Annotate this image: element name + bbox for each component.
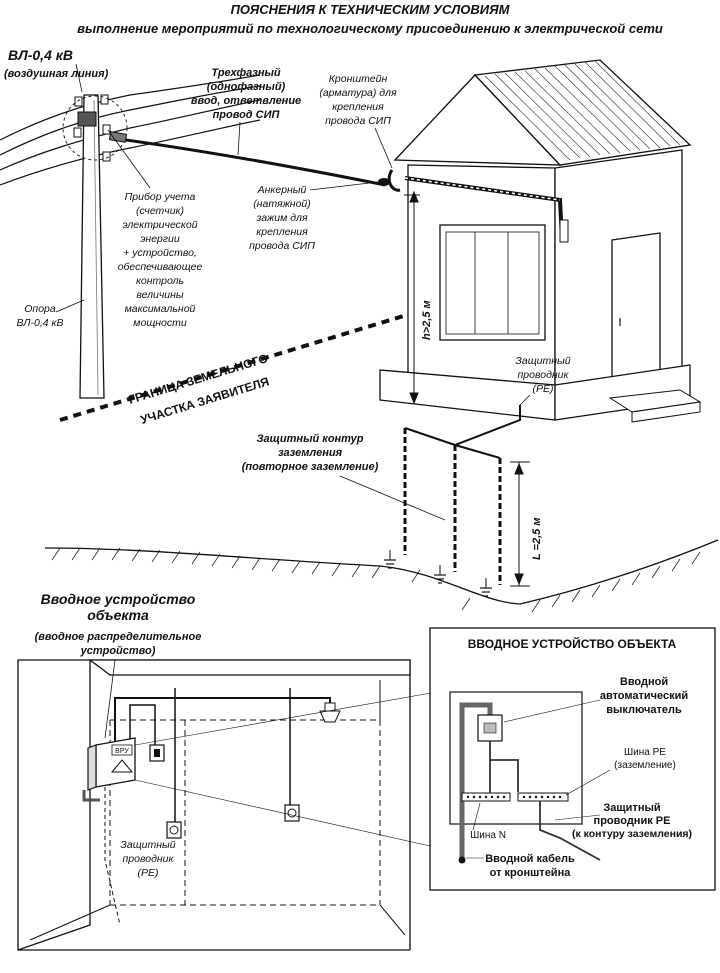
svg-text:(счетчик): (счетчик) [136,205,184,217]
height-label: h>2,5 м [421,300,433,340]
inset-panel: ВВОДНОЕ УСТРОЙСТВО ОБЪЕКТА Вводно [429,627,716,891]
svg-text:Прибор учета: Прибор учета [125,191,196,203]
ground-surface [44,539,719,613]
entry-device-label: Вводное устройство объекта (вводное расп… [35,591,202,739]
socket-icon [284,804,300,822]
svg-text:устройство): устройство) [80,645,156,657]
svg-text:объекта: объекта [87,607,149,623]
svg-text:контроль: контроль [136,275,184,287]
room-interior [17,659,411,951]
projection-lines [134,689,449,851]
svg-text:(однофазный): (однофазный) [207,81,286,93]
svg-text:Вводной: Вводной [620,676,668,688]
svg-text:Трехфазный: Трехфазный [211,67,280,79]
svg-text:(к контуру заземления): (к контуру заземления) [572,828,692,840]
pole-label: Опора ВЛ-0,4 кВ [17,299,85,329]
vru-label: ВРУ [115,748,129,755]
svg-text:Опора: Опора [24,303,56,315]
svg-text:(PE): (PE) [138,867,159,879]
svg-text:провода СИП: провода СИП [325,115,391,127]
grounding-label: Защитный контур заземления (повторное за… [242,433,446,521]
grounding-contour [384,405,521,597]
house [379,59,702,423]
pole [62,94,128,399]
boundary: ГРАНИЦА ЗЕМЕЛЬНОГО УЧАСТКА ЗАЯВИТЕЛЯ [59,306,431,427]
lamp-icon [319,702,341,723]
svg-text:проводник: проводник [123,853,175,865]
svg-text:(натяжной): (натяжной) [253,198,311,210]
svg-text:от кронштейна: от кронштейна [490,867,572,879]
svg-text:крепления: крепления [256,226,308,238]
svg-text:(арматура) для: (арматура) для [319,87,397,99]
svg-text:мощности: мощности [133,317,187,329]
svg-text:+ устройство,: + устройство, [123,247,197,259]
svg-text:провода СИП: провода СИП [249,240,315,252]
meter-highlight-circle [62,95,128,161]
svg-text:автоматический: автоматический [600,690,688,702]
svg-text:Кронштейн: Кронштейн [329,73,388,85]
svg-text:проводник: проводник [518,369,570,381]
svg-text:(PE): (PE) [533,383,554,395]
svg-text:(вводное распределительное: (вводное распределительное [35,631,202,643]
vru-box: ВРУ [82,737,136,802]
overhead-line-name: ВЛ-0,4 кВ [8,47,73,63]
svg-text:Шина PE: Шина PE [624,747,666,758]
svg-text:крепления: крепления [332,101,384,113]
svg-text:заземления: заземления [278,447,343,459]
svg-text:Защитный: Защитный [120,839,175,851]
overhead-line-desc: (воздушная линия) [4,68,109,80]
svg-text:(заземление): (заземление) [614,760,676,771]
inset-title: ВВОДНОЕ УСТРОЙСТВО ОБЪЕКТА [468,636,677,651]
sip-cable [108,131,386,187]
svg-text:зажим для: зажим для [255,212,308,224]
pole-meter-icon [77,111,97,127]
meter-label: Прибор учета (счетчик) электрической эне… [107,129,203,329]
svg-text:провод СИП: провод СИП [213,109,281,121]
header-title: ПОЯСНЕНИЯ К ТЕХНИЧЕСКИМ УСЛОВИЯМ [231,2,511,17]
overhead-wires [0,74,261,186]
svg-text:электрической: электрической [122,219,197,231]
svg-text:энергии: энергии [140,233,180,245]
svg-text:проводник PE: проводник PE [594,815,671,827]
svg-text:Защитный: Защитный [515,355,570,367]
svg-text:(повторное заземление): (повторное заземление) [242,461,379,473]
svg-text:максимальной: максимальной [125,303,196,315]
socket-icon [166,821,182,839]
svg-text:Вводной кабель: Вводной кабель [485,853,575,865]
pe-outdoor-label: Защитный проводник (PE) [515,355,571,406]
svg-text:выключатель: выключатель [606,704,682,716]
svg-text:ввод, ответвление: ввод, ответвление [191,95,301,107]
depth-dimension [510,461,530,587]
service-drop-label: Трехфазный (однофазный) ввод, ответвлени… [191,67,301,156]
svg-text:Защитный: Защитный [603,802,660,814]
header-subtitle: выполнение мероприятий по технологическо… [77,21,663,36]
bracket-label: Кронштейн (арматура) для крепления прово… [319,73,397,169]
bracket-icon [378,169,401,192]
svg-text:Анкерный: Анкерный [257,184,307,196]
pe-indoor-label: Защитный проводник (PE) [120,839,175,879]
svg-text:Защитный контур: Защитный контур [256,433,363,445]
svg-text:ВЛ-0,4 кВ: ВЛ-0,4 кВ [17,317,64,329]
depth-label: L =2,5 м [531,518,543,561]
height-dimension [404,190,420,405]
svg-text:Шина N: Шина N [470,830,506,841]
svg-text:Вводное устройство: Вводное устройство [41,591,196,607]
anchor-clamp-label: Анкерный (натяжной) зажим для крепления … [249,181,379,252]
svg-text:обеспечивающее: обеспечивающее [118,261,203,273]
svg-text:величины: величины [136,289,184,301]
